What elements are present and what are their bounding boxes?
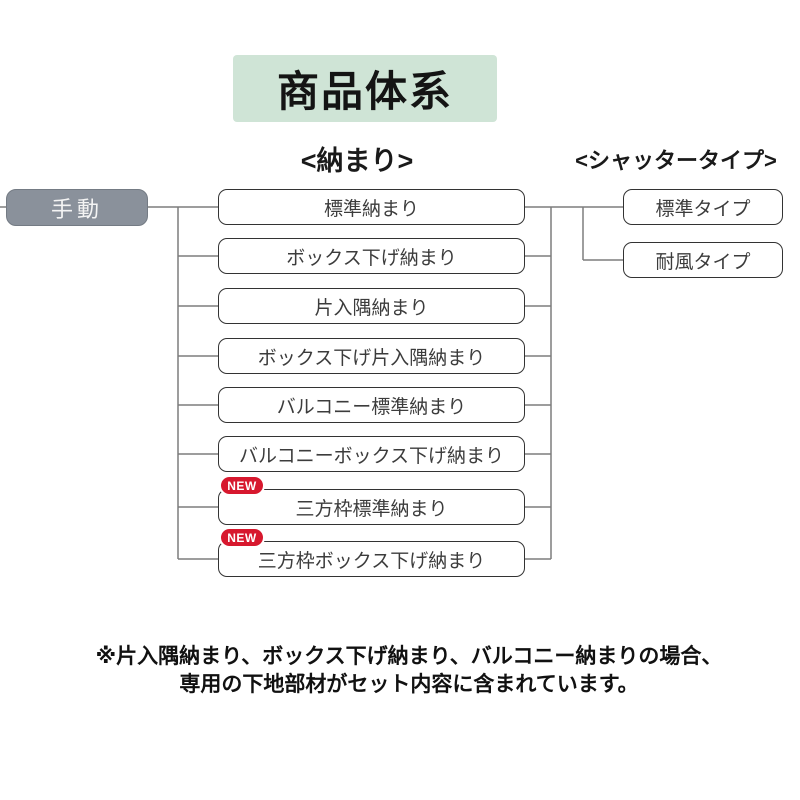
- node-shutter-standard-type: 標準タイプ: [623, 189, 783, 225]
- footnote-line-1: ※片入隅納まり、ボックス下げ納まり、バルコニー納まりの場合、: [95, 645, 723, 668]
- footnote-line-2: 専用の下地部材がセット内容に含まれています。: [179, 673, 639, 696]
- node-nakamari-standard: 標準納まり: [218, 189, 525, 225]
- node-nakamari-three-side-frame-standard: 三方枠標準納まり: [218, 489, 525, 525]
- column-header-shutter-type: <シャッタータイプ>: [575, 148, 777, 173]
- node-manual: 手動: [6, 189, 148, 226]
- node-nakamari-box-lowered: ボックス下げ納まり: [218, 238, 525, 274]
- new-badge: NEW: [219, 527, 265, 548]
- node-nakamari-three-side-frame-box-lowered: 三方枠ボックス下げ納まり: [218, 541, 525, 577]
- new-badge: NEW: [219, 475, 265, 496]
- node-nakamari-balcony-standard: バルコニー標準納まり: [218, 387, 525, 423]
- node-nakamari-box-lowered-single-corner: ボックス下げ片入隅納まり: [218, 338, 525, 374]
- node-shutter-wind-resistant-type: 耐風タイプ: [623, 242, 783, 278]
- node-nakamari-single-corner: 片入隅納まり: [218, 288, 525, 324]
- column-header-nakamari: <納まり>: [300, 146, 414, 176]
- page-title: 商品体系: [233, 55, 497, 122]
- node-nakamari-balcony-box-lowered: バルコニーボックス下げ納まり: [218, 436, 525, 472]
- footnote: ※片入隅納まり、ボックス下げ納まり、バルコニー納まりの場合、 専用の下地部材がセ…: [0, 643, 800, 699]
